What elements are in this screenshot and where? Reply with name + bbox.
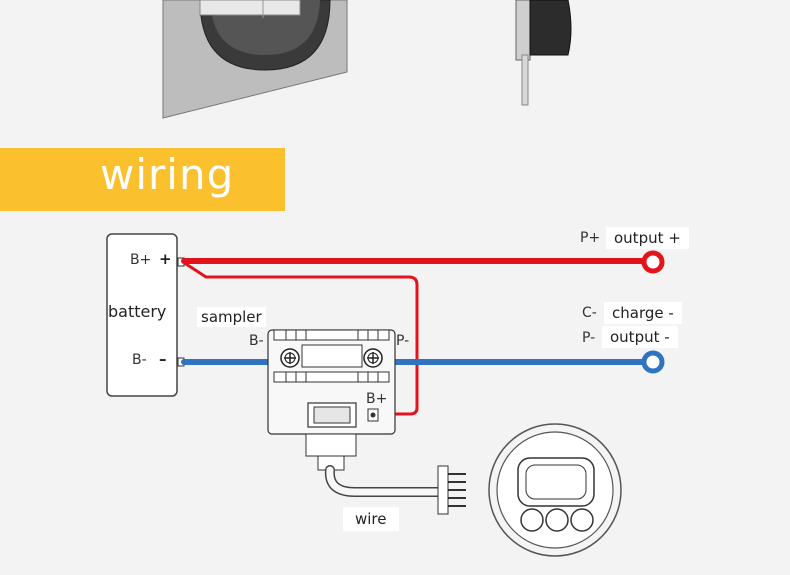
output-negative-terminal [641, 350, 665, 374]
output-neg-code: P- [582, 330, 596, 346]
battery-neg-terminal-label: B- [132, 352, 147, 368]
round-meter-illustration [488, 423, 622, 557]
output-pos-code: P+ [580, 230, 601, 246]
output-neg-label: output - [602, 326, 678, 348]
sampler-left-terminal-label: B- [249, 333, 264, 349]
wire-label: wire [343, 507, 399, 531]
battery-label: battery [108, 302, 167, 321]
positive-wire [181, 258, 653, 416]
meter-side-view-illustration [515, 0, 572, 106]
output-positive-terminal [641, 250, 665, 274]
sampler-power-terminal-label: B+ [366, 391, 388, 407]
battery-pos-sign: + [159, 250, 172, 268]
section-title: wiring [100, 150, 235, 199]
screw-icon [280, 348, 300, 368]
sampler-module [267, 329, 396, 471]
sampler-right-terminal-label: P- [396, 333, 410, 349]
screw-icon [363, 348, 383, 368]
output-pos-label: output + [606, 227, 689, 249]
battery-pos-terminal-label: B+ [130, 252, 152, 268]
charge-code: C- [582, 305, 597, 321]
battery-neg-sign: – [159, 350, 167, 368]
wire-harness [324, 465, 466, 515]
battery-box [106, 233, 178, 397]
section-banner [0, 148, 285, 211]
sampler-label: sampler [197, 307, 266, 327]
charge-label: charge - [604, 302, 682, 324]
panel-meter-illustration [162, 0, 348, 119]
